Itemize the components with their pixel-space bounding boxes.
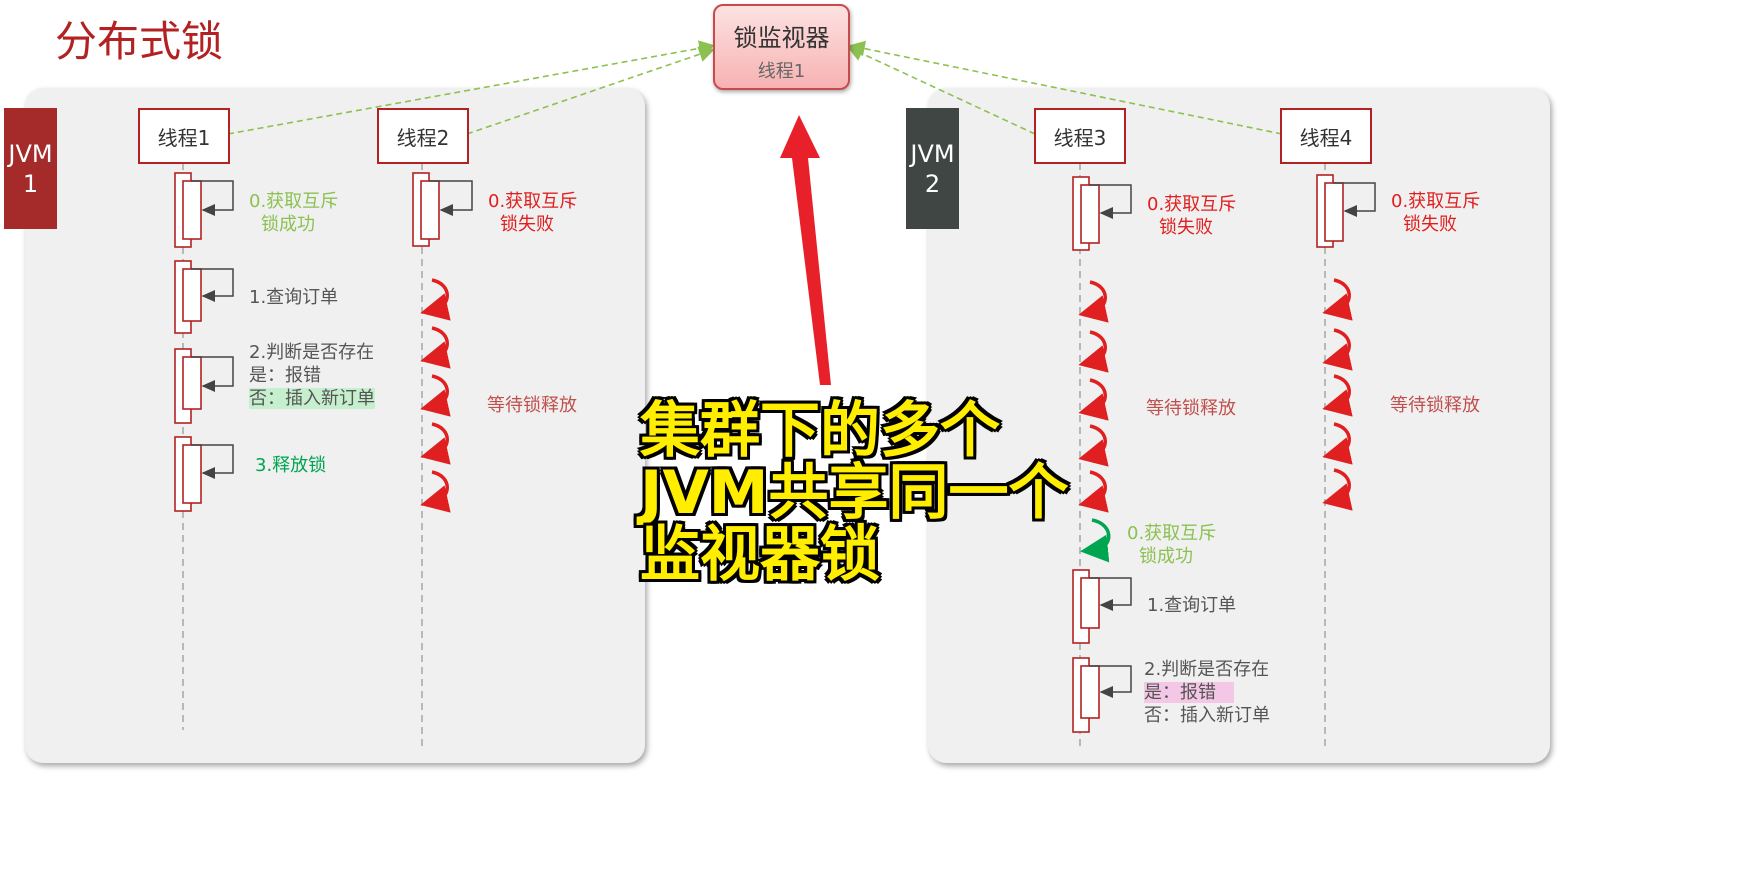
- activations: [174, 172, 1344, 733]
- t3-step1-label: 1.查询订单: [1147, 595, 1237, 616]
- jvm1-label: JVM 1: [4, 108, 57, 229]
- thread4-box: 线程4: [1280, 108, 1372, 164]
- t2-wait-label: 等待锁释放: [487, 395, 577, 416]
- thread3-box: 线程3: [1034, 108, 1126, 164]
- t4-step0-label: 0.获取互斥 锁失败: [1391, 191, 1481, 235]
- t1-step2-label: 2.判断是否存在 是：报错 否：插入新订单: [249, 342, 375, 409]
- self-arrows: [191, 180, 1376, 698]
- t2-step0-label: 0.获取互斥 锁失败: [488, 191, 578, 235]
- t3-wait-label: 等待锁释放: [1146, 398, 1236, 419]
- monitor-connectors: [227, 40, 1283, 135]
- thread1-box: 线程1: [138, 108, 230, 164]
- red-up-arrow: [780, 115, 831, 385]
- page-title: 分布式锁: [55, 17, 224, 66]
- t1-step3-label: 3.释放锁: [255, 455, 327, 476]
- jvm1-panel: [25, 88, 645, 763]
- thread2-box: 线程2: [377, 108, 469, 164]
- wait-curls-red: [420, 278, 1353, 513]
- wait-curl-green: [1080, 518, 1111, 563]
- t4-wait-label: 等待锁释放: [1390, 395, 1480, 416]
- t1-step1-label: 1.查询订单: [249, 287, 339, 308]
- t3-step0-label: 0.获取互斥 锁失败: [1147, 194, 1237, 238]
- t1-step0-label: 0.获取互斥 锁成功: [249, 191, 339, 235]
- lock-monitor-owner: 线程1: [757, 61, 806, 82]
- lock-monitor: 锁监视器 线程1: [713, 4, 850, 90]
- t3-step2-label: 2.判断是否存在 是：报错 否：插入新订单: [1144, 659, 1270, 726]
- jvm2-panel: [928, 88, 1550, 763]
- lock-monitor-title: 锁监视器: [733, 24, 830, 52]
- cluster-caption: 集群下的多个 JVM共享同一个 监视器锁: [640, 396, 1069, 590]
- jvm2-label: JVM 2: [906, 108, 959, 229]
- t3-step0b-label: 0.获取互斥 锁成功: [1127, 523, 1217, 567]
